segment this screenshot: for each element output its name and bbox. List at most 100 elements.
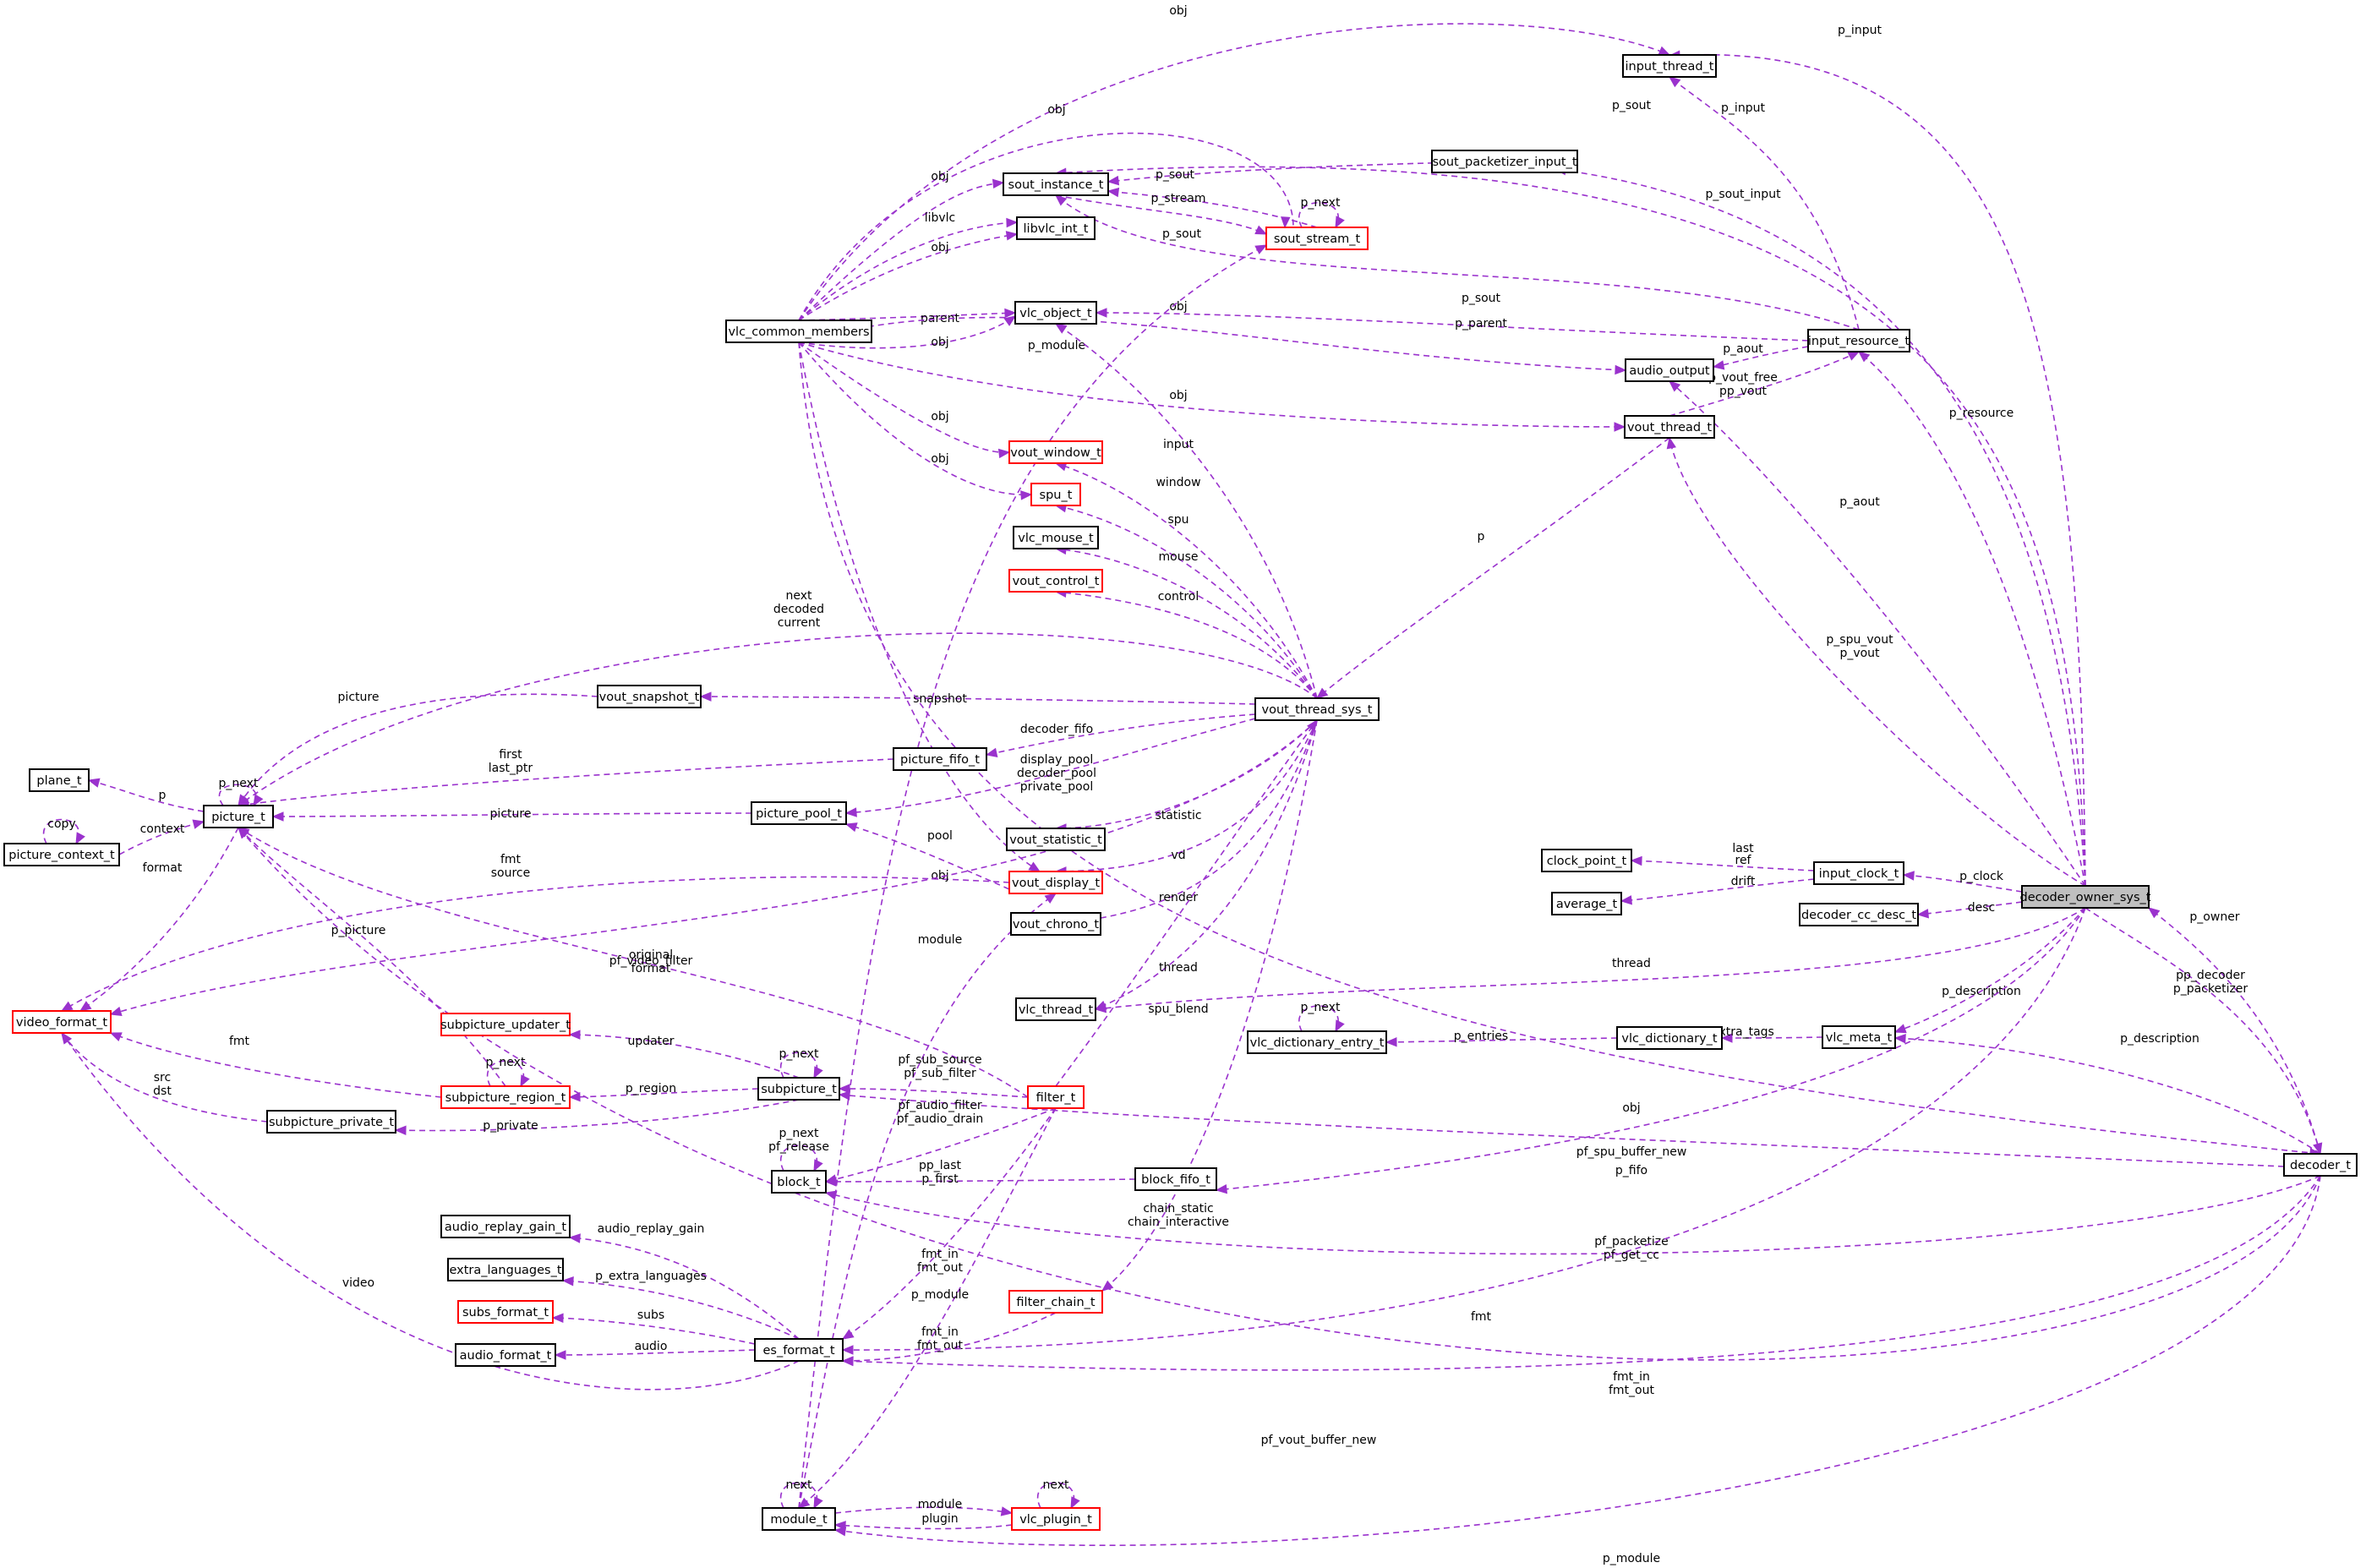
- node-vout-window-t[interactable]: vout_window_t: [1008, 440, 1103, 464]
- edge-line: [569, 1237, 800, 1340]
- node-label: picture_context_t: [8, 849, 115, 862]
- edge-vlc_thread_t-to-vout_thread_sys_t: thread: [1094, 719, 1318, 1010]
- node-spu-t[interactable]: spu_t: [1030, 483, 1081, 506]
- node-sout-stream-t[interactable]: sout_stream_t: [1265, 227, 1369, 250]
- node-box: [1254, 697, 1380, 721]
- node-decoder-t[interactable]: decoder_t: [2283, 1153, 2358, 1177]
- edge-line: [1858, 351, 2086, 887]
- node-vlc-dictionary-t[interactable]: vlc_dictionary_t: [1616, 1026, 1723, 1050]
- node-clock-point-t[interactable]: clock_point_t: [1541, 849, 1632, 872]
- edge-line: [552, 1317, 756, 1345]
- arrowhead: [1315, 687, 1329, 699]
- node-es-format-t[interactable]: es_format_t: [754, 1338, 844, 1362]
- node-vout-thread-sys-t[interactable]: vout_thread_sys_t: [1254, 697, 1380, 721]
- arrowhead: [238, 827, 249, 839]
- node-block-t[interactable]: block_t: [771, 1170, 827, 1194]
- node-block-fifo-t[interactable]: block_fifo_t: [1134, 1167, 1217, 1191]
- node-vout-display-t[interactable]: vout_display_t: [1008, 871, 1103, 894]
- node-vlc-meta-t[interactable]: vlc_meta_t: [1822, 1025, 1896, 1049]
- node-box: [457, 1300, 554, 1324]
- edge-line: [798, 244, 1267, 1509]
- node-audio-replay-gain-t[interactable]: audio_replay_gain_t: [440, 1215, 571, 1238]
- node-vout-snapshot-t[interactable]: vout_snapshot_t: [597, 685, 702, 708]
- node-box: [1822, 1025, 1896, 1049]
- edge-label: obj: [1622, 1101, 1640, 1115]
- arrowhead: [1630, 855, 1642, 866]
- edge-decoder_owner_sys_t-to-decoder_t: p_owner: [2085, 907, 2323, 1156]
- node-picture-pool-t[interactable]: picture_pool_t: [751, 801, 847, 825]
- node-picture-fifo-t[interactable]: picture_fifo_t: [893, 747, 987, 771]
- node-sout-packetizer-input-t[interactable]: sout_packetizer_input_t: [1431, 150, 1578, 173]
- node-label: sout_packetizer_input_t: [1432, 156, 1576, 169]
- node-vout-thread-t[interactable]: vout_thread_t: [1624, 415, 1715, 439]
- node-vlc-dictionary-entry-t[interactable]: vlc_dictionary_entry_t: [1247, 1030, 1387, 1054]
- arrowhead: [1668, 76, 1681, 88]
- edge-video_format_t-to-picture_t: format: [79, 827, 239, 1012]
- node-filter-t[interactable]: filter_t: [1027, 1085, 1085, 1109]
- edge-label: last_ptr: [489, 762, 533, 775]
- edge-line: [1055, 505, 1318, 699]
- node-subs-format-t[interactable]: subs_format_t: [457, 1300, 554, 1324]
- node-input-resource-t[interactable]: input_resource_t: [1807, 329, 1910, 352]
- node-subpicture-updater-t[interactable]: subpicture_updater_t: [440, 1013, 571, 1036]
- edge-label: libvlc: [925, 211, 956, 225]
- edge-subs_format_t-to-es_format_t: subs: [551, 1308, 756, 1345]
- edge-line: [110, 719, 1318, 1015]
- edge-label: p_description: [1942, 985, 2021, 998]
- node-input-clock-t[interactable]: input_clock_t: [1813, 861, 1904, 885]
- arrowhead: [75, 832, 85, 845]
- node-audio-output[interactable]: audio_output: [1625, 358, 1714, 382]
- edge-label: p_input: [1721, 101, 1765, 115]
- node-average-t[interactable]: average_t: [1551, 892, 1622, 915]
- node-picture-t[interactable]: picture_t: [203, 805, 274, 828]
- edge-label: window: [1156, 476, 1200, 489]
- edge-line: [569, 1034, 800, 1079]
- node-module-t[interactable]: module_t: [762, 1507, 836, 1531]
- node-vlc-thread-t[interactable]: vlc_thread_t: [1015, 997, 1096, 1021]
- node-extra-languages-t[interactable]: extra_languages_t: [447, 1258, 564, 1281]
- node-video-format-t[interactable]: video_format_t: [12, 1010, 112, 1034]
- node-box: [597, 685, 702, 708]
- node-filter-chain-t[interactable]: filter_chain_t: [1008, 1290, 1103, 1314]
- edge-vlc_common_members-to-libvlc_int_t: libvlc: [798, 211, 1019, 321]
- node-decoder-cc-desc-t[interactable]: decoder_cc_desc_t: [1799, 903, 1919, 926]
- edge-label: pp_vout: [1719, 385, 1767, 398]
- edge-line: [798, 341, 1626, 428]
- edge-label: pf_audio_filter: [898, 1099, 981, 1112]
- edge-label: pf_packetize: [1594, 1235, 1669, 1248]
- arrowhead: [520, 1074, 530, 1088]
- node-vout-statistic-t[interactable]: vout_statistic_t: [1006, 828, 1106, 851]
- node-libvlc-int-t[interactable]: libvlc_int_t: [1016, 216, 1096, 240]
- edge-module_t-to-vlc_plugin_t: module: [834, 1498, 1014, 1516]
- node-vlc-object-t[interactable]: vlc_object_t: [1014, 301, 1097, 325]
- node-picture-context-t[interactable]: picture_context_t: [3, 843, 120, 866]
- node-subpicture-region-t[interactable]: subpicture_region_t: [440, 1085, 571, 1109]
- node-vout-chrono-t[interactable]: vout_chrono_t: [1010, 912, 1101, 936]
- node-vout-control-t[interactable]: vout_control_t: [1008, 569, 1103, 593]
- edge-label: obj: [1047, 103, 1065, 117]
- node-vlc-common-members[interactable]: vlc_common_members: [725, 320, 872, 343]
- node-vlc-mouse-t[interactable]: vlc_mouse_t: [1013, 526, 1099, 549]
- node-sout-instance-t[interactable]: sout_instance_t: [1003, 172, 1109, 196]
- arrowhead: [61, 1031, 72, 1045]
- edge-line: [238, 827, 1029, 1098]
- node-plane-t[interactable]: plane_t: [29, 768, 90, 792]
- node-audio-format-t[interactable]: audio_format_t: [455, 1343, 556, 1367]
- edge-label: pool: [927, 829, 953, 843]
- edge-line: [798, 182, 1004, 321]
- arrowhead: [1669, 380, 1681, 392]
- edge-label: pf_sub_filter: [904, 1067, 976, 1080]
- edge-label: spu: [1167, 513, 1188, 527]
- node-subpicture-private-t[interactable]: subpicture_private_t: [266, 1110, 396, 1134]
- node-subpicture-t[interactable]: subpicture_t: [757, 1077, 840, 1101]
- edge-line: [1620, 878, 1815, 902]
- edge-line: [1713, 346, 1809, 368]
- node-decoder-owner-sys-t[interactable]: decoder_owner_sys_t: [2020, 885, 2151, 909]
- node-input-thread-t[interactable]: input_thread_t: [1622, 54, 1717, 78]
- node-vlc-plugin-t[interactable]: vlc_plugin_t: [1011, 1507, 1101, 1531]
- arrowhead: [1094, 1000, 1107, 1010]
- arrowhead: [551, 1313, 564, 1324]
- node-label: module_t: [770, 1513, 828, 1527]
